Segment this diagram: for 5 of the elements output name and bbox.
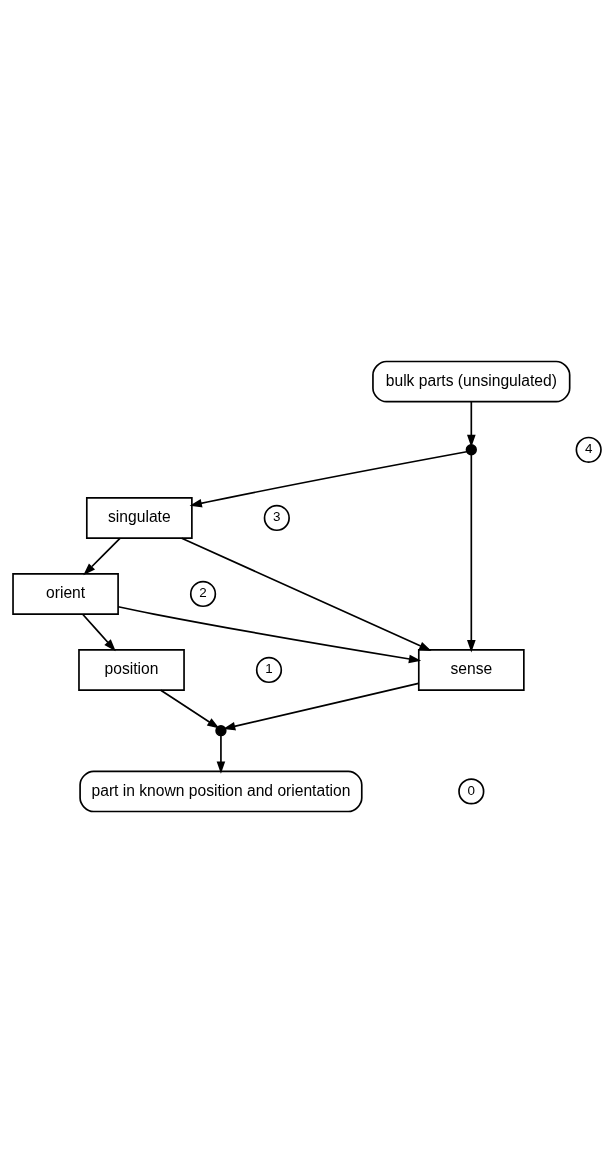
- label: 0: [467, 782, 476, 798]
- label: 3: [273, 509, 281, 525]
- label: 2: [199, 585, 207, 601]
- label: 1: [265, 661, 273, 677]
- label: 4: [584, 441, 593, 457]
